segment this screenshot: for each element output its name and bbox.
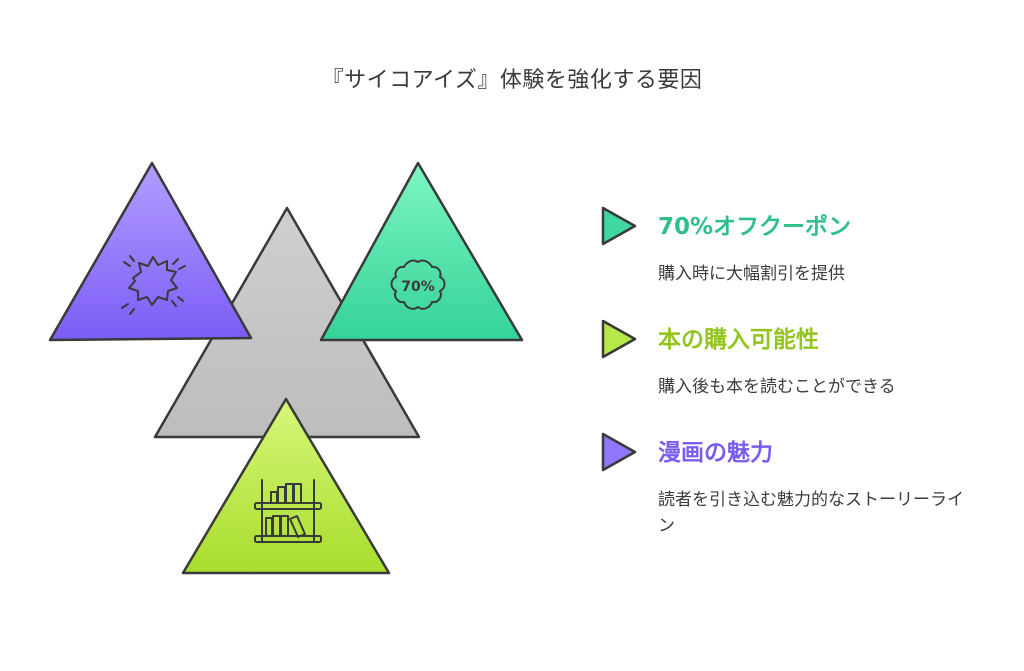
play-marker-icon — [601, 206, 637, 246]
legend-description: 読者を引き込む魅力的なストーリーライン — [658, 490, 964, 536]
discount-label: 70% — [401, 279, 435, 295]
purple-triangle — [48, 161, 253, 342]
legend-description: 購入時に大幅割引を提供 — [658, 264, 845, 284]
legend-heading: 漫画の魅力 — [658, 440, 773, 466]
legend-heading: 70%オフクーポン — [658, 214, 852, 240]
legend-description: 購入後も本を読むことができる — [658, 377, 896, 397]
play-marker-icon — [601, 432, 637, 472]
play-marker-icon — [601, 319, 637, 359]
discount-70-icon: 70% — [390, 259, 446, 310]
green-triangle — [319, 161, 524, 342]
legend-heading: 本の購入可能性 — [658, 327, 819, 353]
bookshelf-icon — [254, 479, 322, 543]
explosion-icon — [121, 255, 186, 315]
page-title: 『サイコアイズ』体験を強化する要因 — [321, 68, 703, 93]
